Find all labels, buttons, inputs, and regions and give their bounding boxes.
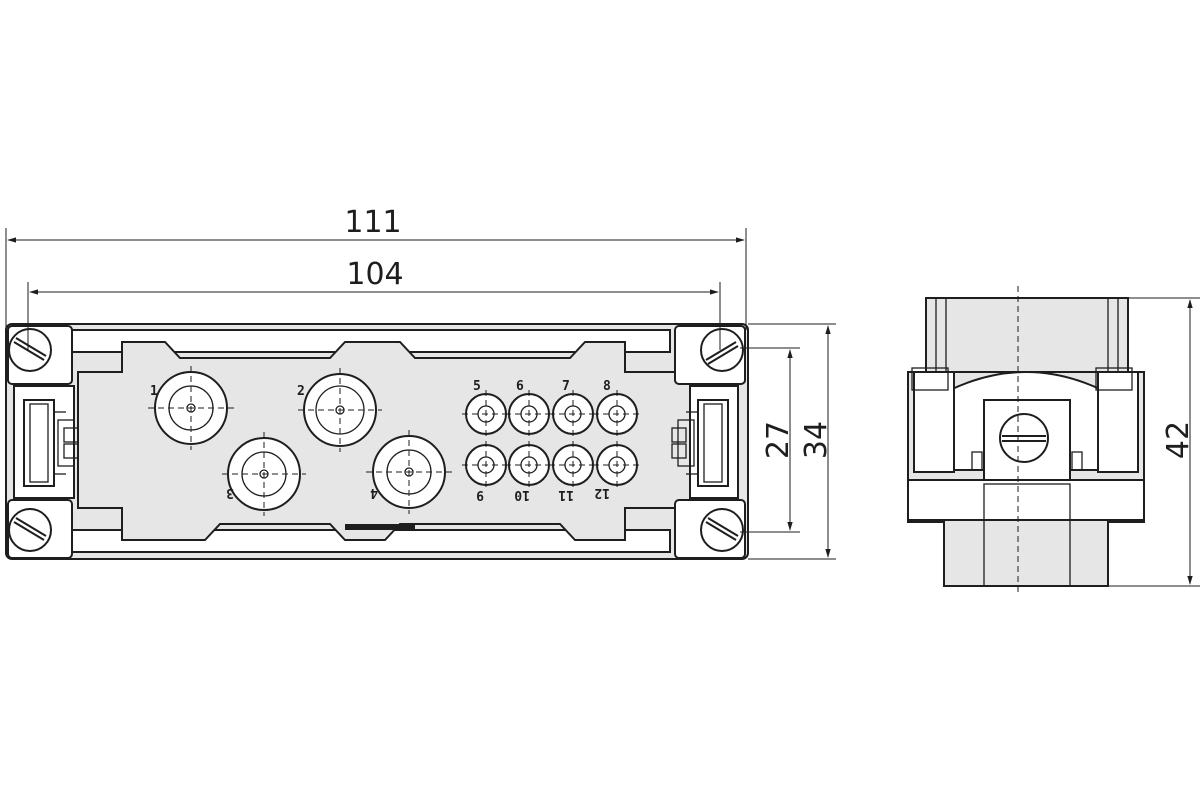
dimension-34-label: 34 [799, 421, 834, 459]
left-latch [23, 399, 79, 487]
power-contact-3 [222, 432, 306, 516]
power-contact-1 [148, 366, 234, 450]
side-screw [999, 413, 1049, 463]
front-view: 1 2 3 4 5 6 7 8 9 10 11 12 [5, 323, 749, 560]
pin-label-1: 1 [150, 384, 158, 399]
screw-bottom-left [7, 499, 73, 559]
signal-contacts-top [462, 390, 641, 438]
dimension-34 [748, 323, 836, 560]
center-mark [345, 524, 415, 530]
screw-bottom-right [674, 499, 746, 559]
dimension-111 [5, 228, 747, 330]
right-latch [671, 399, 729, 487]
side-top-block [925, 297, 1129, 373]
pin-label-12: 12 [594, 485, 610, 500]
pin-label-4: 4 [370, 485, 378, 500]
side-left-post [913, 371, 955, 473]
pin-label-7: 7 [562, 379, 570, 394]
dimension-104-label: 104 [346, 257, 403, 292]
dimension-42-label: 42 [1161, 421, 1196, 459]
side-bottom-plate [907, 479, 1145, 521]
dimension-104 [27, 282, 721, 350]
power-contact-4 [366, 430, 452, 514]
screw-top-left [7, 325, 73, 385]
insert-panel [77, 341, 691, 541]
pin-label-2: 2 [297, 384, 305, 399]
pin-label-5: 5 [473, 379, 481, 394]
pin-label-3: 3 [226, 485, 234, 500]
dimension-111-label: 111 [344, 205, 401, 240]
dimension-27 [740, 347, 800, 533]
power-contact-2 [298, 368, 382, 452]
pin-label-6: 6 [516, 379, 524, 394]
side-left-cap [911, 367, 949, 391]
side-pin-body [943, 519, 1109, 587]
side-view [907, 286, 1145, 596]
side-right-cap [1095, 367, 1133, 391]
screw-top-right [674, 325, 746, 385]
side-right-post [1097, 371, 1139, 473]
pin-label-9: 9 [476, 487, 484, 502]
signal-contacts-bottom [462, 441, 641, 489]
pin-label-10: 10 [514, 487, 530, 502]
dimension-27-label: 27 [761, 421, 796, 459]
pin-label-11: 11 [558, 487, 574, 502]
pin-label-8: 8 [603, 379, 611, 394]
dimension-42 [1108, 297, 1200, 587]
